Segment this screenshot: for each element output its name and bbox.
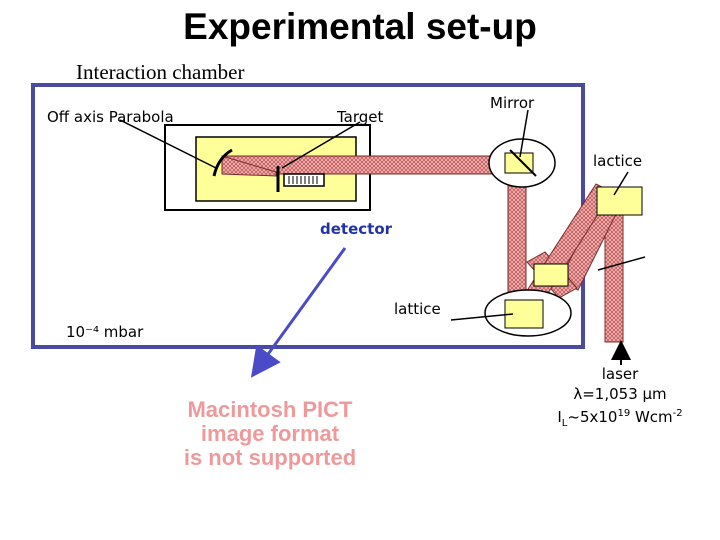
lattice-label: lattice <box>394 300 441 318</box>
parabola-leader <box>119 119 217 169</box>
interaction-chamber-label: Interaction chamber <box>76 60 245 84</box>
target-leader <box>281 121 361 169</box>
laser-intensity: IL~5x1019 Wcm-2 <box>540 404 700 434</box>
intensity-unit-exponent: -2 <box>672 408 683 419</box>
intensity-base: ~5x10 <box>567 408 618 426</box>
lattice-small-block <box>533 263 569 287</box>
detector-arrow <box>250 247 347 378</box>
placeholder-line-2: image format <box>200 421 340 446</box>
detector-label: detector <box>320 220 393 238</box>
page-title: Experimental set-up <box>183 6 537 47</box>
lactice-block <box>596 186 643 216</box>
placeholder-line-3: is not supported <box>183 445 357 470</box>
laser-name: laser <box>601 365 639 383</box>
detector-element <box>283 173 325 187</box>
mirror-block <box>504 152 534 174</box>
intensity-exponent: 19 <box>617 408 631 419</box>
intensity-subscript: L <box>561 418 568 429</box>
intensity-symbol: I <box>557 408 562 426</box>
mirror-label: Mirror <box>490 94 535 112</box>
lattice-leader <box>450 313 514 321</box>
lactice-label: lactice <box>593 152 643 170</box>
mirror-surface <box>509 149 537 177</box>
laser-specs: laser λ=1,053 µm IL~5x1019 Wcm-2 <box>540 364 700 434</box>
intensity-unit: Wcm <box>630 408 673 426</box>
target-label: Target <box>337 108 384 126</box>
stub-line <box>597 256 646 271</box>
parabola-label: Off axis Parabola <box>47 108 174 126</box>
laser-wavelength: λ=1,053 µm <box>573 385 667 403</box>
placeholder-line-1: Macintosh PICT <box>187 397 353 422</box>
unsupported-image-placeholder: Macintosh PICT image format is not suppo… <box>120 398 420 470</box>
pressure-label: 10⁻⁴ mbar <box>66 323 144 341</box>
mirror-leader <box>519 109 529 158</box>
lactice-leader <box>613 171 629 196</box>
off-axis-parabola <box>212 148 233 177</box>
